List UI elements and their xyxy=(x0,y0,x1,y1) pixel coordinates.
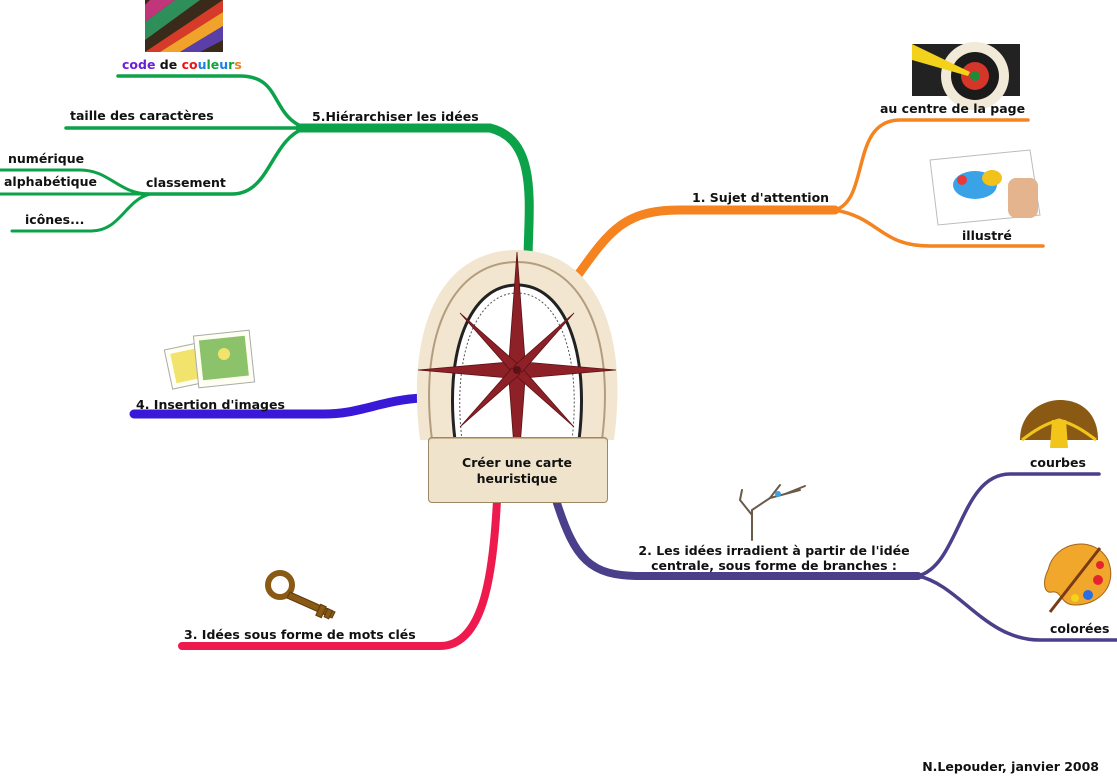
branch-1-child-illustre-label[interactable]: illustré xyxy=(962,228,1012,243)
code-label-part: u xyxy=(197,57,207,72)
branch-5-child-classement-label[interactable]: classement xyxy=(146,175,226,190)
branch-2-lines xyxy=(552,472,1117,642)
yellow-tree-icon xyxy=(1020,400,1098,448)
compass-rose-icon xyxy=(416,250,618,489)
branch-1-lines xyxy=(573,118,1045,280)
branch-2-child-courbes-label[interactable]: courbes xyxy=(1030,455,1086,470)
classement-child-icones-label[interactable]: icônes... xyxy=(25,212,85,227)
branch-2-child-colorees-label[interactable]: colorées xyxy=(1050,621,1110,636)
branch-4-label[interactable]: 4. Insertion d'images xyxy=(136,397,285,412)
branch-4-line xyxy=(129,393,427,419)
child-painting-icon xyxy=(929,149,1041,226)
code-label-part: de xyxy=(155,57,182,72)
color-wheel-photo-icon xyxy=(145,0,223,52)
branch-5-lines xyxy=(0,74,534,267)
central-topic-line-2: heuristique xyxy=(476,471,558,486)
key-icon xyxy=(265,570,336,620)
branch-2-label-line-2: centrale, sous forme de branches : xyxy=(651,558,897,573)
central-topic-line-1: Créer une carte xyxy=(462,455,572,470)
central-topic-box[interactable] xyxy=(428,437,608,503)
classement-child-alphabetique-label[interactable]: alphabétique xyxy=(4,174,98,189)
central-topic-title: Créer une carte heuristique xyxy=(428,455,606,487)
branch-1-label[interactable]: 1. Sujet d'attention xyxy=(692,190,830,205)
branch-3-line xyxy=(178,496,501,650)
author-credit: N.Lepouder, janvier 2008 xyxy=(922,759,1099,774)
branch-3-label[interactable]: 3. Idées sous forme de mots clés xyxy=(184,627,416,642)
code-label-part: s xyxy=(234,57,242,72)
classement-child-numerique-label[interactable]: numérique xyxy=(8,151,85,166)
code-label-part: u xyxy=(219,57,229,72)
code-label-part: le xyxy=(206,57,220,72)
bare-tree-icon xyxy=(738,484,806,541)
dartboard-icon xyxy=(912,42,1020,110)
code-label-part: co xyxy=(181,57,198,72)
code-label-part: r xyxy=(228,57,235,72)
branch-5-child-taille-label[interactable]: taille des caractères xyxy=(70,108,214,123)
palette-icon xyxy=(1044,543,1112,613)
photos-icon xyxy=(163,329,256,390)
branch-5-child-code-label[interactable]: code de couleurs xyxy=(122,57,242,72)
code-label-part: code xyxy=(122,57,156,72)
branch-2-label[interactable]: 2. Les idées irradient à partir de l'idé… xyxy=(638,543,910,573)
branch-1-child-centre-label[interactable]: au centre de la page xyxy=(880,101,1026,116)
branch-2-label-line-1: 2. Les idées irradient à partir de l'idé… xyxy=(638,543,910,558)
branch-5-label[interactable]: 5.Hiérarchiser les idées xyxy=(312,109,479,124)
